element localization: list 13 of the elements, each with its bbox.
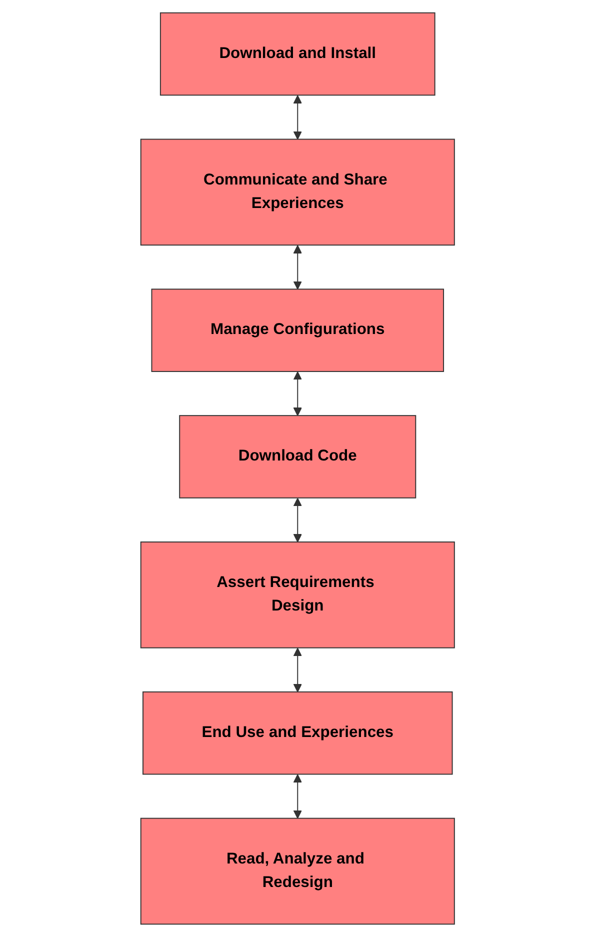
arrow bbox=[293, 498, 302, 542]
node-box: Read, Analyze and Redesign bbox=[140, 818, 455, 925]
arrow bbox=[293, 95, 302, 140]
node-box: Download and Install bbox=[160, 12, 436, 96]
arrow bbox=[293, 245, 302, 290]
node-box: Assert Requirements Design bbox=[140, 542, 455, 648]
node-box: Manage Configurations bbox=[151, 288, 444, 372]
node-box: Communicate and Share Experiences bbox=[140, 138, 455, 246]
node-box: End Use and Experiences bbox=[142, 691, 453, 775]
node-box: Download Code bbox=[178, 415, 416, 498]
arrow bbox=[293, 648, 302, 692]
arrow bbox=[293, 371, 302, 416]
arrow bbox=[293, 774, 302, 819]
